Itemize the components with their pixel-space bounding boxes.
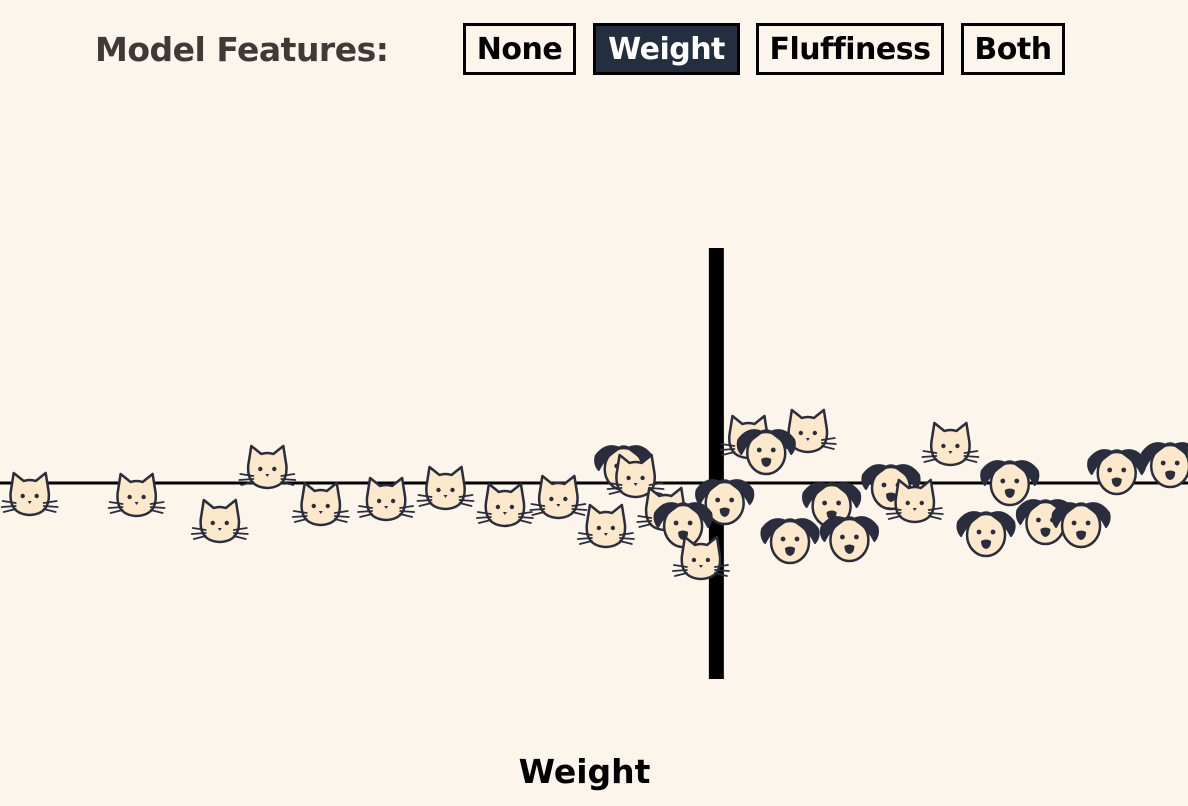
cat-icon	[672, 535, 730, 581]
cat-icon	[291, 481, 350, 527]
cat-icon	[529, 474, 588, 520]
cat-icon	[107, 472, 166, 518]
dog-icon	[653, 502, 713, 549]
x-axis-label: Weight	[518, 752, 651, 791]
cat-icon	[606, 453, 665, 499]
data-points	[0, 408, 1188, 581]
dog-icon	[736, 429, 796, 476]
feature-button-fluffiness[interactable]: Fluffiness	[756, 23, 944, 75]
feature-button-weight[interactable]: Weight	[593, 23, 740, 75]
dog-icon	[695, 479, 755, 526]
cat-icon	[416, 465, 475, 511]
dog-icon	[802, 482, 862, 529]
model-features-label: Model Features:	[95, 30, 389, 69]
feature-button-none[interactable]: None	[463, 23, 576, 75]
cat-icon	[190, 498, 249, 544]
dog-icon	[980, 460, 1040, 507]
cat-icon	[576, 503, 635, 549]
decision-boundary-line[interactable]	[708, 248, 724, 679]
dog-icon	[1051, 502, 1111, 549]
cat-icon	[0, 471, 59, 517]
cat-icon	[357, 476, 416, 522]
dog-icon	[760, 518, 820, 565]
model-features-toolbar: Model Features: None Weight Fluffiness B…	[0, 0, 1188, 100]
dog-icon	[819, 516, 879, 563]
cat-icon	[238, 444, 297, 490]
dog-icon	[1140, 442, 1188, 489]
dog-icon	[1087, 449, 1147, 496]
cat-icon	[921, 421, 980, 467]
feature-button-both[interactable]: Both	[961, 23, 1065, 75]
cat-icon	[475, 482, 534, 528]
cat-icon	[885, 478, 944, 524]
dog-icon	[956, 511, 1016, 558]
